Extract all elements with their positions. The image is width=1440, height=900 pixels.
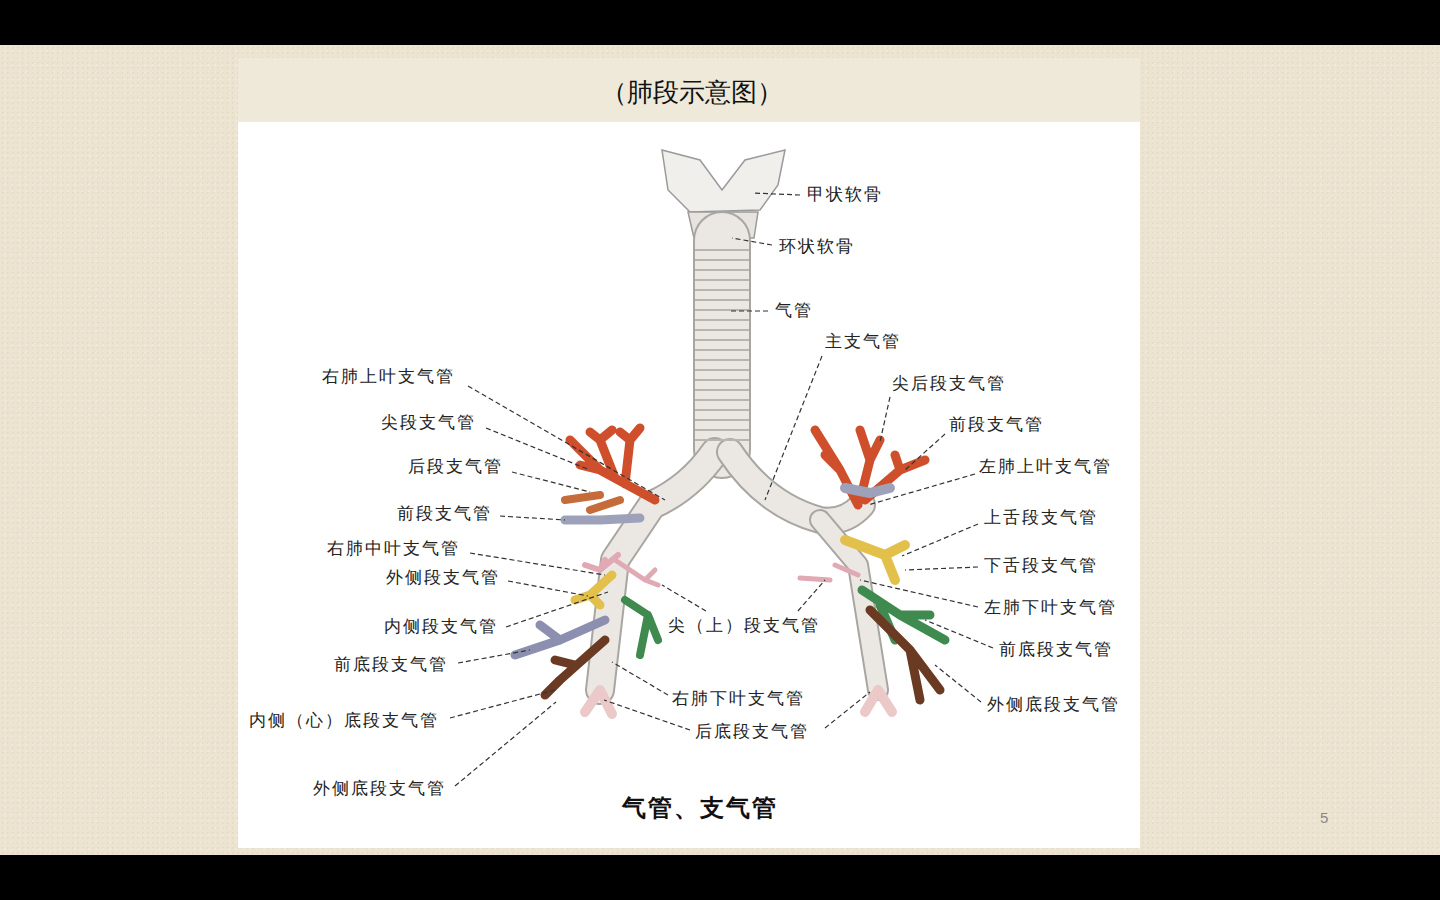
part-label: 前底段支气管: [999, 639, 1113, 661]
figure-caption: 气管、支气管: [622, 793, 778, 823]
part-label: 外侧底段支气管: [987, 694, 1120, 716]
part-label: 下舌段支气管: [984, 555, 1098, 577]
leader-lines: [450, 193, 993, 786]
part-label: 环状软骨: [779, 236, 855, 258]
part-label: 上舌段支气管: [984, 507, 1098, 529]
part-label: 右肺上叶支气管: [322, 366, 455, 388]
part-label: 后段支气管: [408, 456, 503, 478]
part-label: 右肺下叶支气管: [672, 688, 805, 710]
page-number: 5: [1320, 807, 1328, 829]
part-label: 气管: [775, 300, 813, 322]
part-label: 尖后段支气管: [892, 373, 1006, 395]
segmental-bronchi: [515, 428, 945, 714]
part-label: 外侧段支气管: [386, 567, 500, 589]
part-label: 前段支气管: [949, 414, 1044, 436]
part-label: 尖段支气管: [381, 412, 476, 434]
part-label: 尖（上）段支气管: [668, 615, 820, 637]
part-label: 主支气管: [825, 331, 901, 353]
part-label: 左肺上叶支气管: [979, 456, 1112, 478]
part-label: 内侧（心）底段支气管: [249, 710, 439, 732]
cartilage-rings: [695, 250, 749, 440]
part-label: 外侧底段支气管: [313, 778, 446, 800]
part-label: 甲状软骨: [807, 184, 883, 206]
slide-title: （肺段示意图）: [601, 75, 783, 109]
part-label: 右肺中叶支气管: [327, 538, 460, 560]
part-label: 前底段支气管: [334, 654, 448, 676]
part-label: 内侧段支气管: [384, 616, 498, 638]
part-label: 后底段支气管: [695, 721, 809, 743]
part-label: 左肺下叶支气管: [984, 597, 1117, 619]
part-label: 前段支气管: [397, 503, 492, 525]
